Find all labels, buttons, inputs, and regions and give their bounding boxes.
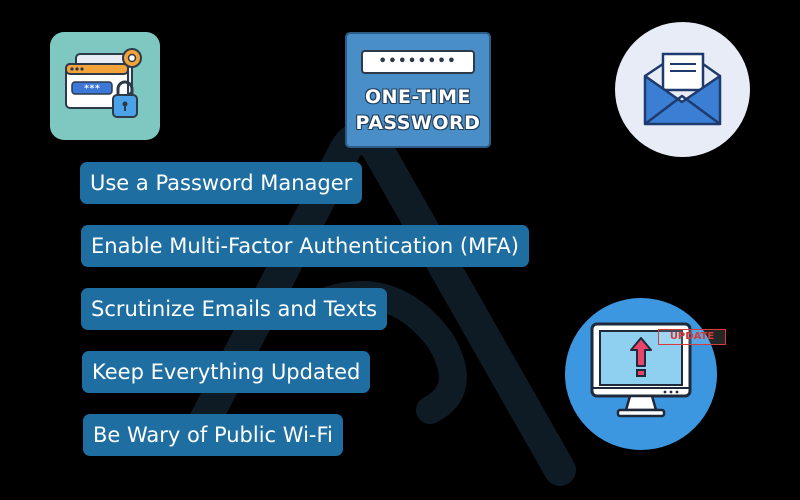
tip-keep-updated: Keep Everything Updated [82,351,371,393]
tip-scrutinize-emails: Scrutinize Emails and Texts [81,288,388,330]
svg-text:***: *** [84,84,100,94]
mail-circle [615,22,750,157]
password-security-tile: *** [50,32,160,140]
one-time-password-icon: •••••••• ONE-TIME PASSWORD [345,32,491,148]
tip-multi-factor-authentication: Enable Multi-Factor Authentication (MFA) [81,225,529,267]
otp-label-line2: PASSWORD [355,112,481,134]
update-stamp-label: UPDATE [658,329,726,345]
envelope-icon [643,52,722,126]
password-lock-gear-icon: *** [65,48,142,118]
tip-password-manager: Use a Password Manager [80,162,363,204]
update-circle [565,298,717,450]
monitor-update-icon [590,322,692,418]
otp-label-line1: ONE-TIME [364,86,472,108]
otp-password-field: •••••••• [361,50,475,74]
tip-public-wifi: Be Wary of Public Wi-Fi [83,414,343,456]
